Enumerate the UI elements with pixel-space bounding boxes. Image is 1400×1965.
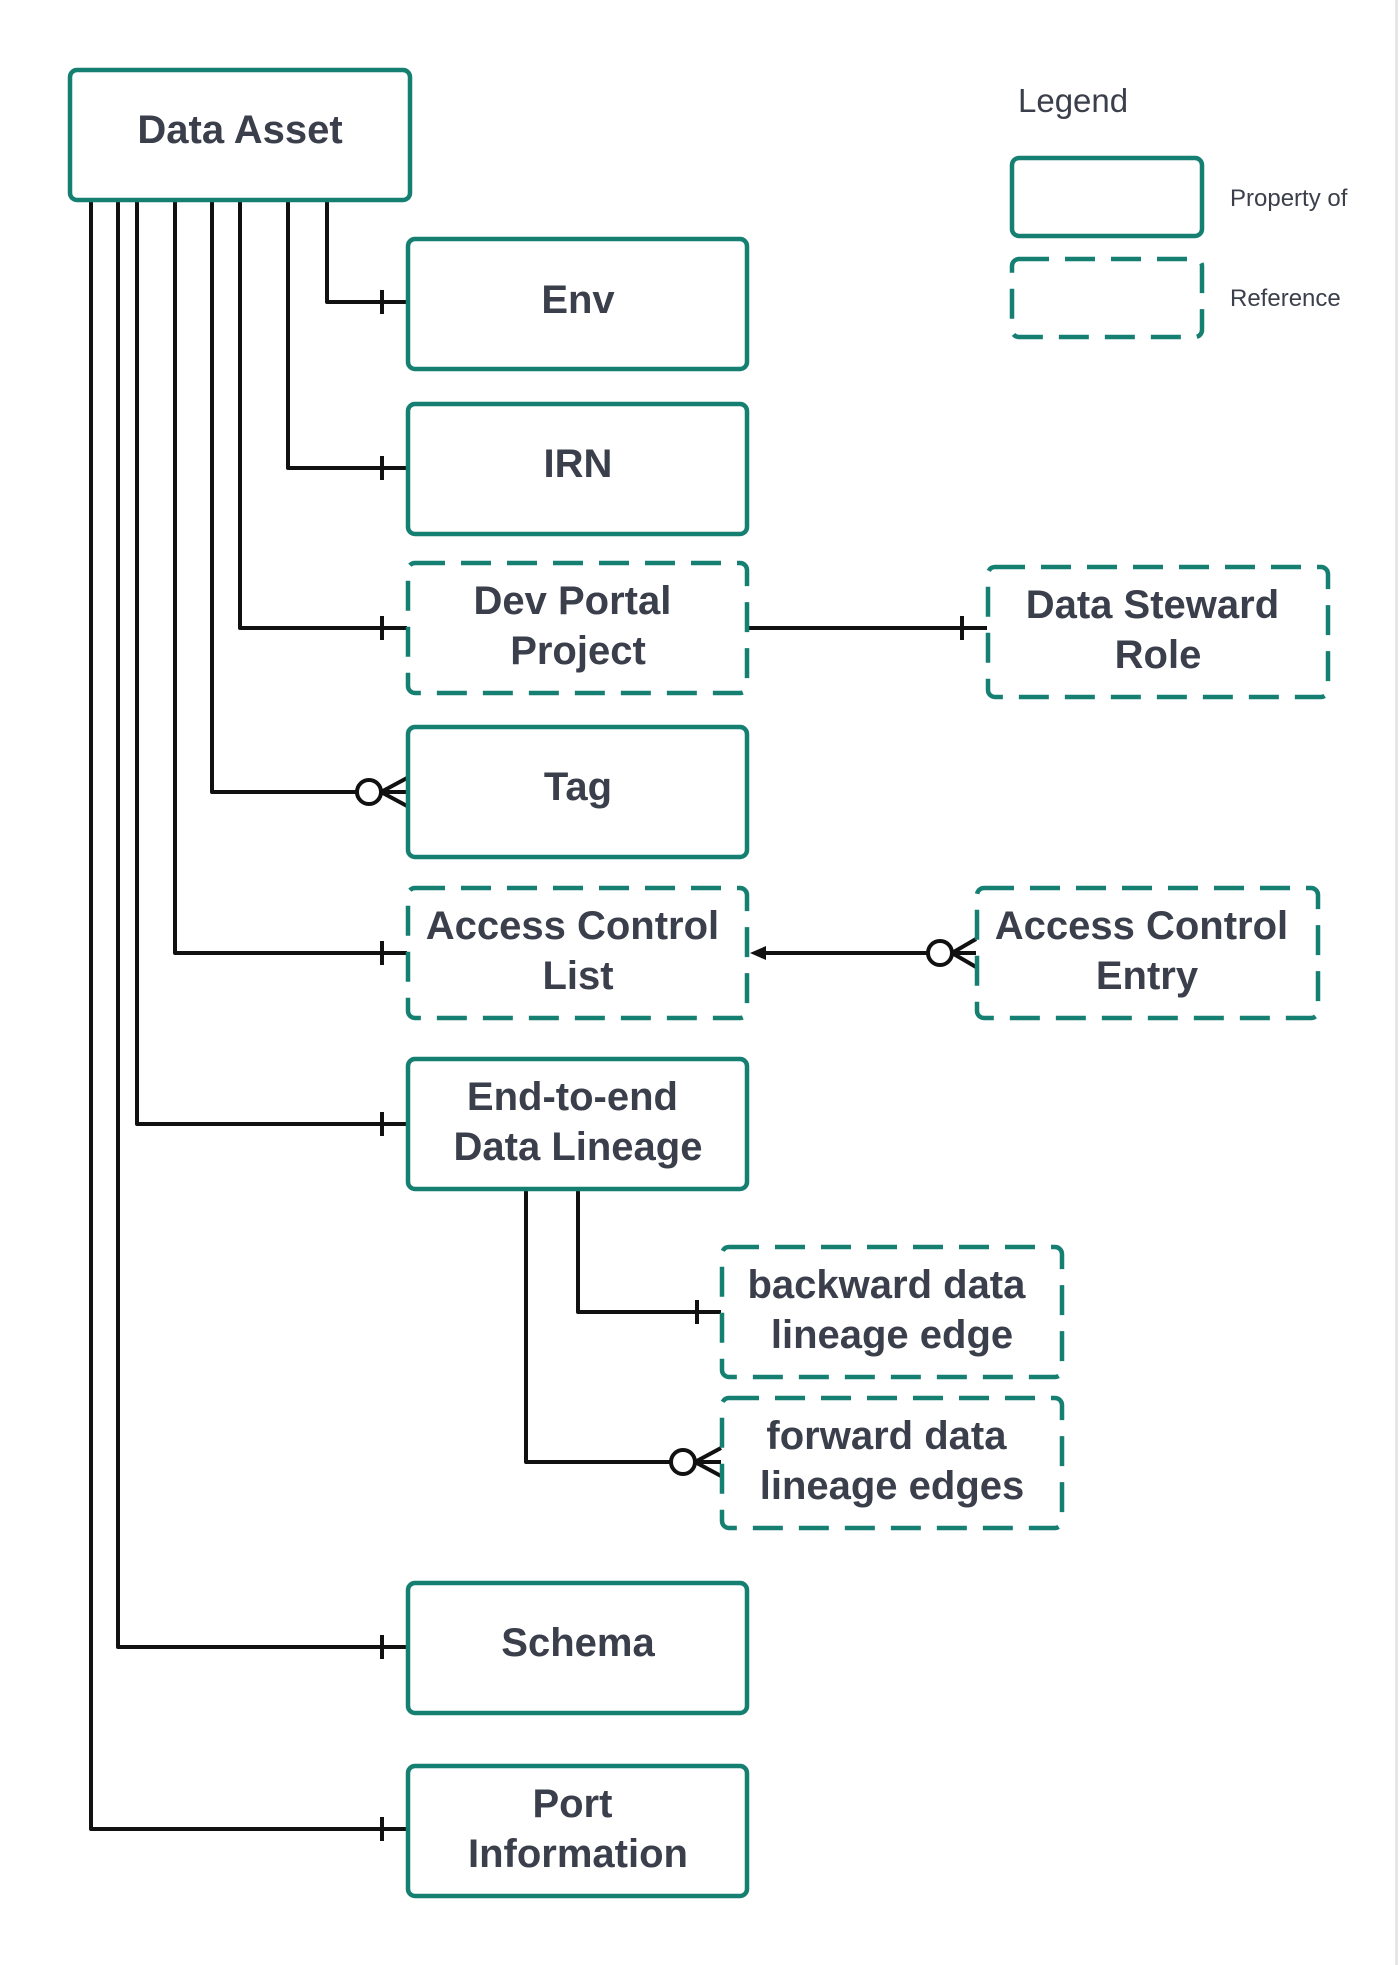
port-information-label: Port Information (468, 1782, 688, 1876)
node-port-information (405, 1763, 750, 1899)
zero-marker (669, 1448, 697, 1476)
edge-asset-lineage (135, 200, 407, 1126)
env-label: Env (541, 278, 615, 322)
legend-property-swatch (1009, 155, 1205, 239)
data-asset-label: Data Asset (137, 108, 342, 152)
access-control-entry-label: Access Control Entry (995, 904, 1300, 998)
legend-reference-label: Reference (1230, 285, 1341, 312)
node-data-asset (67, 67, 413, 203)
node-tag (405, 724, 750, 860)
schema-label: Schema (501, 1621, 655, 1665)
irn-label: IRN (544, 442, 613, 486)
arrowhead (750, 946, 766, 960)
legend-reference-swatch (1009, 256, 1205, 340)
backward-edge-label: backward data lineage edge (747, 1263, 1036, 1357)
zero-marker (355, 778, 383, 806)
legend-property-label: Property of (1230, 185, 1348, 212)
edge-asset-tag (210, 200, 356, 794)
node-schema (405, 1580, 750, 1716)
node-env (405, 236, 750, 372)
edge-asset-irn (286, 200, 407, 470)
edge-asset-env (325, 200, 407, 304)
edge-asset-port (89, 200, 407, 1831)
edge-asset-schema (116, 200, 407, 1649)
many-marker (950, 937, 978, 969)
many-marker (380, 776, 408, 808)
access-control-list-label: Access Control List (426, 904, 731, 998)
page-right-border (1395, 0, 1398, 1965)
legend-title: Legend (1018, 82, 1128, 119)
node-data-steward-role (985, 564, 1331, 700)
node-forward-edges (719, 1395, 1065, 1531)
edge-asset-devportal (238, 200, 407, 630)
edge-lineage-forward (524, 1190, 670, 1464)
node-access-control-entry (974, 885, 1321, 1021)
node-irn (405, 401, 750, 537)
dev-portal-project-label: Dev Portal Project (474, 579, 683, 673)
many-marker (694, 1446, 722, 1478)
node-data-lineage (405, 1056, 750, 1192)
node-access-control-list (405, 885, 750, 1021)
node-dev-portal-project (405, 560, 750, 696)
zero-marker (926, 939, 954, 967)
edge-asset-acl (173, 200, 407, 955)
data-lineage-label: End-to-end Data Lineage (454, 1075, 703, 1169)
edge-lineage-backward (576, 1190, 721, 1314)
data-steward-role-label: Data Steward Role (1026, 583, 1291, 677)
tag-label: Tag (544, 765, 612, 809)
forward-edges-label: forward data lineage edges (760, 1414, 1025, 1508)
node-backward-edge (719, 1244, 1065, 1380)
